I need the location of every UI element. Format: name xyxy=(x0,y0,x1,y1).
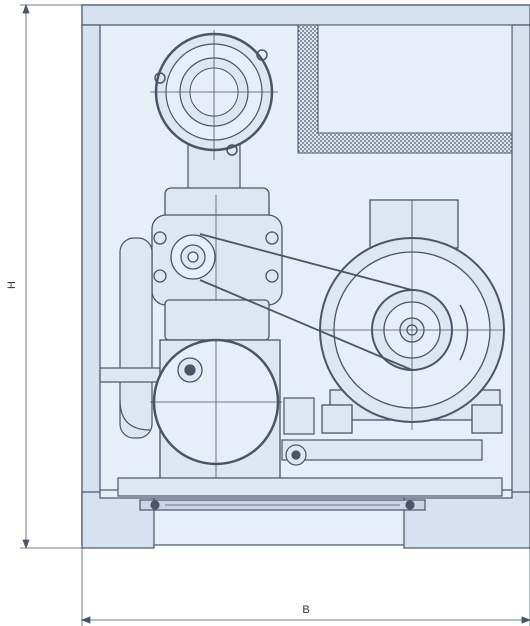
discharge-pipe xyxy=(99,237,161,439)
base-frame xyxy=(117,397,503,511)
cooler-panel xyxy=(297,24,513,154)
oil-separator-tank xyxy=(150,338,282,481)
drive-belt xyxy=(199,233,413,371)
width-dimension xyxy=(80,548,530,626)
width-dimension-label: B xyxy=(302,604,309,616)
height-dimension xyxy=(20,3,82,550)
height-dimension-label: H xyxy=(6,281,18,289)
air-end xyxy=(151,187,283,341)
electric-motor xyxy=(319,199,505,434)
intake-filter xyxy=(150,30,278,191)
